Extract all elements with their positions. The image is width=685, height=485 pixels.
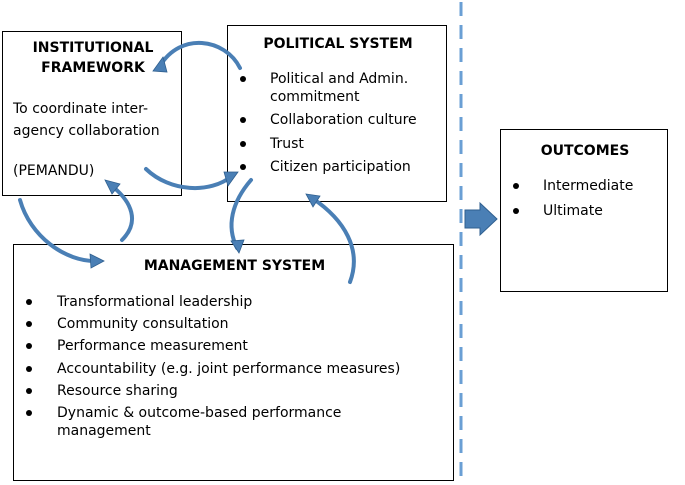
bullet-icon <box>513 208 519 215</box>
institutional-desc-line-2: agency collaboration <box>13 123 160 139</box>
institutional-note: (PEMANDU) <box>13 163 95 179</box>
bullet-icon <box>240 163 246 170</box>
outcome-item: Intermediate <box>513 177 663 195</box>
management-system-box: MANAGEMENT SYSTEM Transformational leade… <box>13 244 454 481</box>
outcome-item: Ultimate <box>513 202 663 220</box>
bullet-icon <box>240 140 246 147</box>
management-system-item: Resource sharing <box>26 382 451 400</box>
bullet-icon <box>26 410 32 417</box>
political-system-item-text: Citizen participation <box>270 158 411 175</box>
management-system-item: Performance measurement <box>26 337 451 355</box>
bullet-icon <box>26 299 32 305</box>
management-system-item-text: Community consultation <box>57 316 229 333</box>
management-system-item-text: Accountability (e.g. joint performance m… <box>57 360 401 377</box>
outcome-item-text: Intermediate <box>543 178 634 194</box>
political-system-item: Citizen participation <box>240 158 445 176</box>
outcome-arrow-icon <box>464 201 498 237</box>
political-system-item-text: commitment <box>270 89 360 106</box>
management-system-title: MANAGEMENT SYSTEM <box>143 258 326 274</box>
institutional-desc-line-1: To coordinate inter- <box>13 101 149 117</box>
political-system-item: Political and Admin. commitment <box>240 70 445 106</box>
bullet-icon <box>513 183 519 189</box>
bullet-icon <box>26 343 32 350</box>
bullet-icon <box>240 117 246 124</box>
bullet-icon <box>26 321 32 328</box>
management-system-item: Transformational leadership <box>26 293 451 311</box>
institutional-framework-box: INSTITUTIONAL FRAMEWORK To coordinate in… <box>2 31 182 196</box>
management-system-item-text: Dynamic & outcome-based performance <box>57 405 342 422</box>
institutional-description: To coordinate inter- agency collaboratio… <box>13 100 160 140</box>
management-system-item-text: Resource sharing <box>57 382 178 399</box>
bullet-icon <box>26 387 32 394</box>
outcomes-title: OUTCOMES <box>540 143 630 159</box>
institutional-title-line-2: FRAMEWORK <box>41 60 145 76</box>
political-system-box: POLITICAL SYSTEM Political and Admin. com… <box>227 25 447 202</box>
bullet-icon <box>26 365 32 372</box>
political-system-item-text: Trust <box>270 135 304 152</box>
political-system-item: Collaboration culture <box>240 111 445 129</box>
political-system-item: Trust <box>240 135 445 153</box>
institutional-title-line-1: INSTITUTIONAL <box>32 40 154 56</box>
outcome-item-text: Ultimate <box>543 203 603 220</box>
management-system-item-text: management <box>57 423 151 440</box>
management-system-item: Accountability (e.g. joint performance m… <box>26 360 451 378</box>
political-system-title: POLITICAL SYSTEM <box>263 36 413 52</box>
bullet-icon <box>240 76 246 82</box>
management-system-item: Community consultation <box>26 315 451 333</box>
institutional-framework-title: INSTITUTIONAL FRAMEWORK <box>3 40 183 77</box>
management-system-item-text: Transformational leadership <box>57 294 253 310</box>
political-system-item-text: Collaboration culture <box>270 112 417 129</box>
political-system-item-text: Political and Admin. <box>270 71 409 87</box>
management-system-item-text: Performance measurement <box>57 338 248 355</box>
